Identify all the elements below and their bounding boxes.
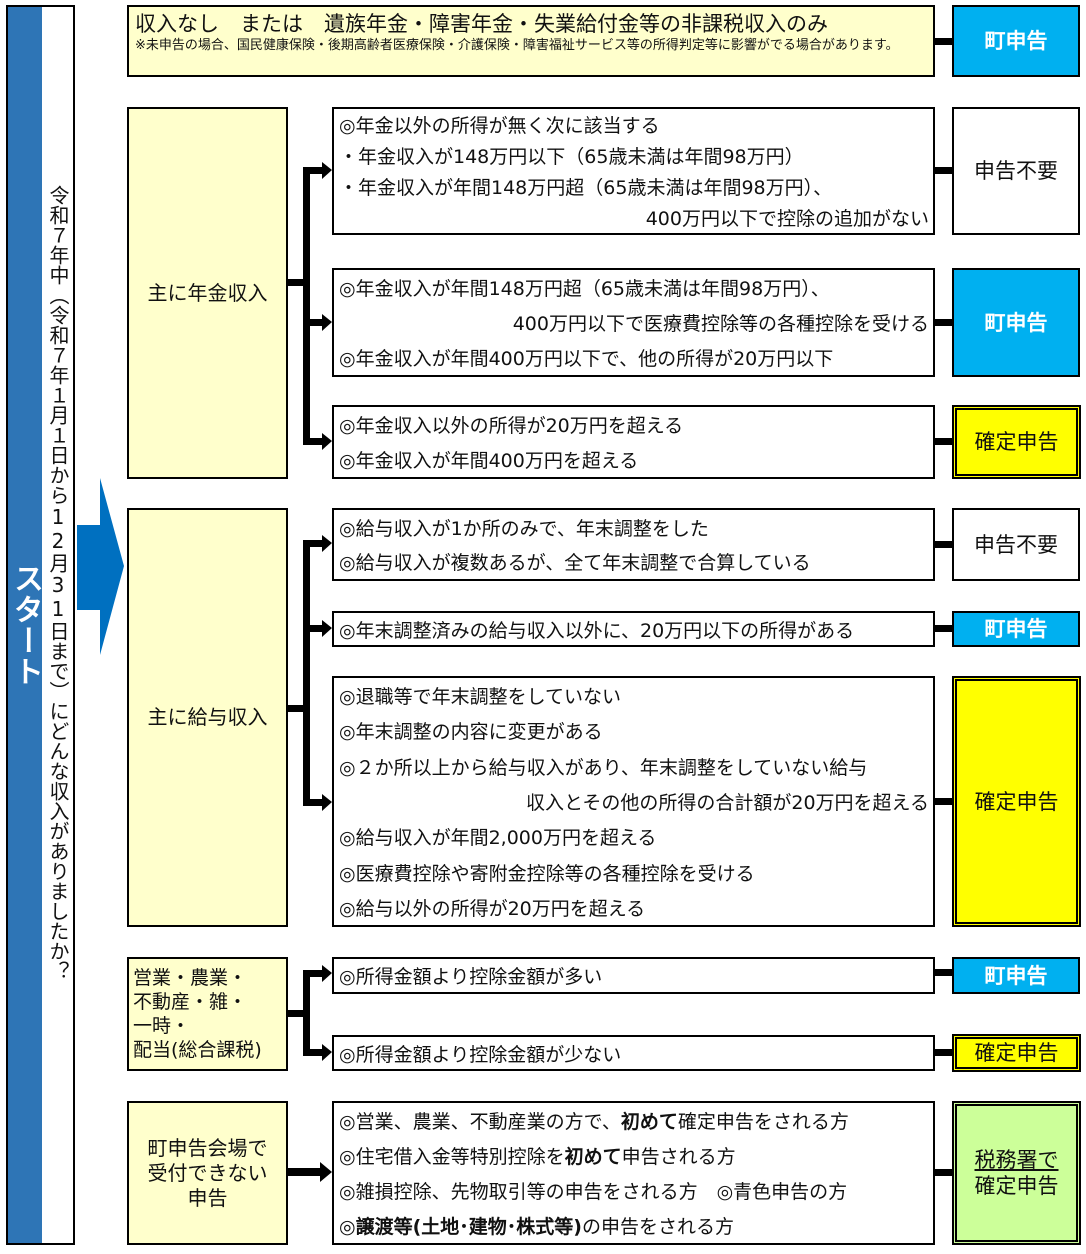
condition-line: ◎給与収入が1か所のみで、年末調整をした: [339, 517, 709, 540]
condition-line: ◎年末調整済みの給与収入以外に、20万円以下の所得がある: [339, 619, 855, 642]
condition-line: 400万円以下で医療費控除等の各種控除を受ける: [512, 313, 929, 335]
condition-line: ◎医療費控除や寄附金控除等の各種控除を受ける: [339, 862, 755, 885]
result-no-filing: 申告不要: [952, 107, 1080, 235]
category-line: 一時・: [133, 1015, 191, 1037]
condition-tax-office: ◎営業、農業、不動産業の方で、初めて確定申告をされる方 ◎住宅借入金等特別控除を…: [332, 1101, 935, 1245]
condition-line: ・年金収入が148万円以下（65歳未満は年間98万円）: [339, 146, 804, 168]
condition-business-2: ◎所得金額より控除金額が少ない: [332, 1035, 935, 1071]
no-income-title: 収入なし または 遺族年金・障害年金・失業給付金等の非課税収入のみ: [135, 12, 828, 36]
category-business: 営業・農業・ 不動産・雑・ 一時・ 配当(総合課税): [127, 957, 288, 1071]
category-line: 申告: [187, 1185, 228, 1210]
result-line: 確定申告: [974, 1174, 1059, 1198]
start-label: スタート: [8, 563, 43, 687]
condition-line: ◎年金収入が年間400万円以下で、他の所得が20万円以下: [339, 348, 834, 370]
condition-line: ◎給与収入が複数あるが、全て年末調整で合算している: [339, 552, 811, 575]
start-question: 令和７年中（令和７年１月１日から12月31日まで）にどんな収入がありましたか？: [46, 185, 70, 981]
result-town-filing: 町申告: [952, 5, 1080, 77]
condition-line: ◎雑損控除、先物取引等の申告をされる方 ◎青色申告の方: [339, 1181, 848, 1203]
condition-line: ◎年金収入以外の所得が20万円を超える: [339, 415, 684, 437]
condition-line: 400万円以下で控除の追加がない: [645, 208, 929, 230]
category-line: 町申告会場で: [147, 1135, 268, 1160]
no-income-box: 収入なし または 遺族年金・障害年金・失業給付金等の非課税収入のみ ※未申告の場…: [127, 5, 935, 77]
category-tax-office: 町申告会場で 受付できない 申告: [127, 1101, 288, 1245]
no-income-note: ※未申告の場合、国民健康保険・後期高齢者医療保険・介護保険・障害福祉サービス等の…: [135, 38, 899, 53]
category-pension: 主に年金収入: [127, 107, 288, 479]
condition-pension-2: ◎年金収入が年間148万円超（65歳未満は年間98万円）、 400万円以下で医療…: [332, 268, 935, 377]
result-line: 税務署で: [974, 1148, 1059, 1172]
result-final-return: 確定申告: [952, 405, 1081, 479]
condition-line: ◎退職等で年末調整をしていない: [339, 686, 622, 709]
condition-line: ◎給与収入が年間2,000万円を超える: [339, 827, 657, 850]
condition-line: ◎給与以外の所得が20万円を超える: [339, 897, 646, 920]
condition-business-1: ◎所得金額より控除金額が多い: [332, 957, 935, 994]
result-tax-office: 税務署で 確定申告: [952, 1101, 1081, 1245]
condition-pension-1: ◎年金以外の所得が無く次に該当する ・年金収入が148万円以下（65歳未満は年間…: [332, 107, 935, 235]
category-salary: 主に給与収入: [127, 508, 288, 927]
condition-line: ◎年金収入が年間148万円超（65歳未満は年間98万円）、: [339, 278, 830, 300]
condition-pension-3: ◎年金収入以外の所得が20万円を超える ◎年金収入が年間400万円を超える: [332, 405, 935, 479]
condition-line: ◎２か所以上から給与収入があり、年末調整をしていない給与: [339, 756, 868, 779]
condition-line: ◎譲渡等(土地･建物･株式等)の申告をされる方: [339, 1216, 734, 1238]
condition-line: ◎所得金額より控除金額が多い: [339, 966, 603, 988]
start-frame: スタート 令和７年中（令和７年１月１日から12月31日まで）にどんな収入がありま…: [6, 5, 75, 1245]
result-no-filing: 申告不要: [952, 508, 1080, 581]
condition-line: ◎所得金額より控除金額が少ない: [339, 1043, 622, 1066]
condition-line: ・年金収入が年間148万円超（65歳未満は年間98万円）、: [339, 177, 833, 199]
start-bar: スタート: [8, 7, 43, 1243]
condition-salary-2: ◎年末調整済みの給与収入以外に、20万円以下の所得がある: [332, 611, 935, 647]
condition-line: ◎年金以外の所得が無く次に該当する: [339, 115, 660, 137]
category-line: 配当(総合課税): [133, 1039, 262, 1061]
result-town-filing: 町申告: [952, 957, 1080, 994]
condition-line: ◎営業、農業、不動産業の方で、初めて確定申告をされる方: [339, 1111, 849, 1133]
condition-salary-1: ◎給与収入が1か所のみで、年末調整をした ◎給与収入が複数あるが、全て年末調整で…: [332, 508, 935, 581]
condition-line: ◎住宅借入金等特別控除を初めて申告される方: [339, 1146, 736, 1168]
result-final-return: 確定申告: [952, 676, 1081, 927]
category-line: 営業・農業・: [133, 967, 248, 989]
condition-salary-3: ◎退職等で年末調整をしていない ◎年末調整の内容に変更がある ◎２か所以上から給…: [332, 676, 935, 927]
result-town-filing: 町申告: [952, 268, 1080, 377]
category-line: 不動産・雑・: [133, 991, 248, 1013]
condition-line: 収入とその他の所得の合計額が20万円を超える: [525, 791, 929, 814]
condition-line: ◎年末調整の内容に変更がある: [339, 721, 603, 744]
result-town-filing: 町申告: [952, 611, 1080, 647]
result-final-return: 確定申告: [952, 1034, 1081, 1072]
condition-line: ◎年金収入が年間400万円を超える: [339, 450, 639, 472]
category-line: 受付できない: [147, 1160, 268, 1185]
start-arrow: [77, 478, 124, 655]
